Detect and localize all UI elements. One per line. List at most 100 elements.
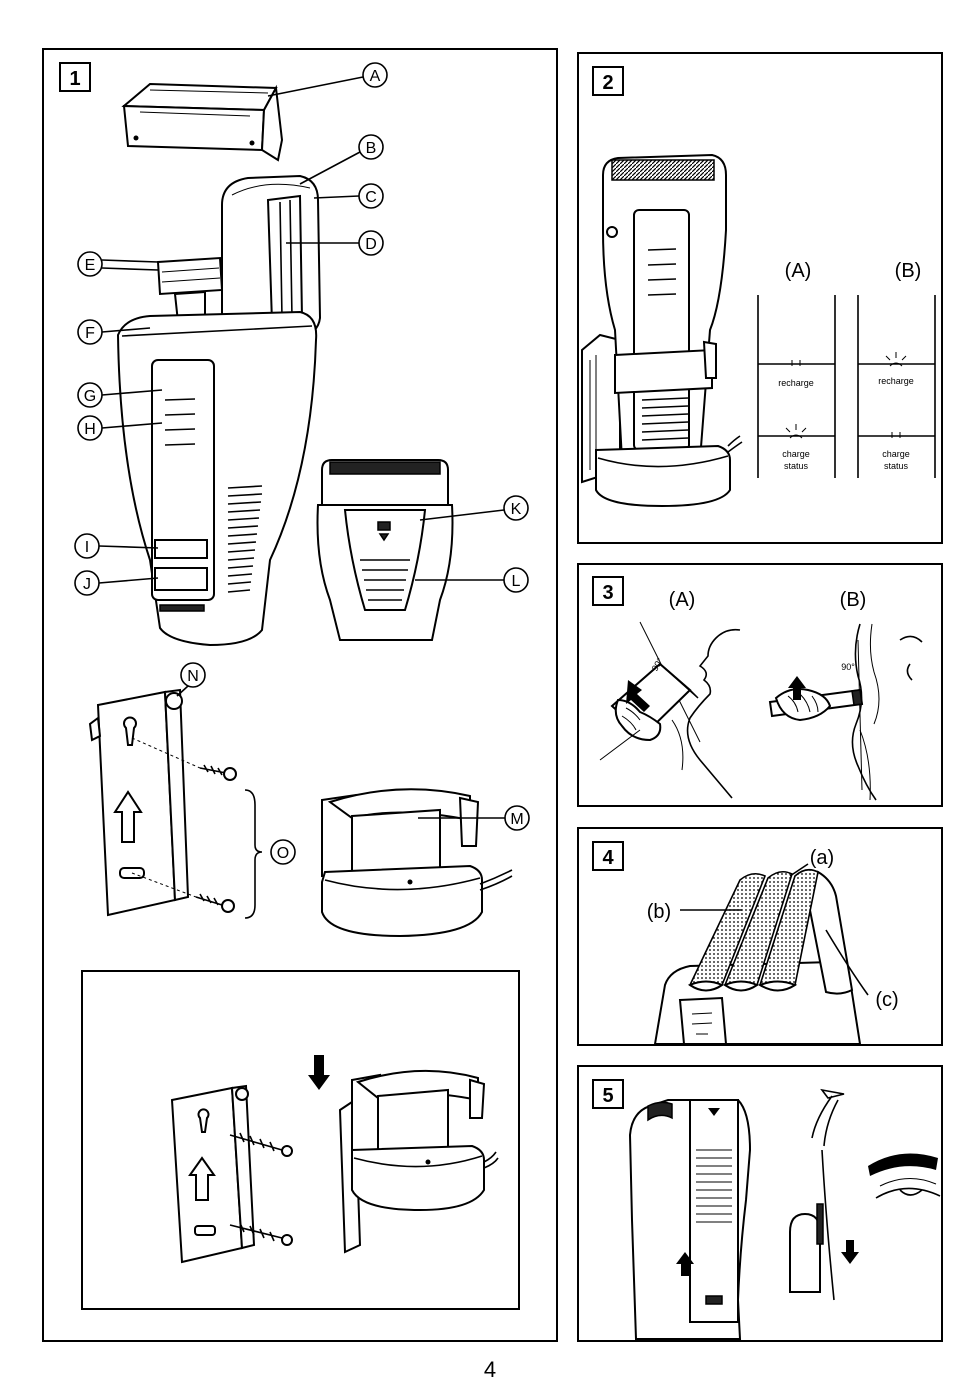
outer-foil-side bbox=[260, 84, 284, 162]
callout-circle-n bbox=[180, 662, 206, 688]
leader-line-g bbox=[101, 389, 163, 396]
face-front-b bbox=[851, 623, 877, 801]
inner-foil-panel bbox=[266, 194, 304, 324]
mount-bracket-hook bbox=[235, 1087, 249, 1101]
face-cheek-b bbox=[869, 623, 880, 725]
indicator-a-recharge-text: recharge bbox=[778, 378, 814, 388]
shaver-in-stand bbox=[581, 153, 743, 508]
callout-letter-l: L bbox=[512, 573, 521, 590]
eyebrow bbox=[868, 1153, 938, 1176]
callout-letter-c: C bbox=[365, 189, 377, 206]
skin-line-b bbox=[857, 639, 863, 791]
panel-5-number-box bbox=[592, 1079, 624, 1109]
callout-letter-a: A bbox=[370, 68, 381, 85]
callout-circle-g bbox=[77, 382, 103, 408]
wall-bracket-hook bbox=[165, 692, 183, 710]
callout-l: L bbox=[415, 567, 529, 593]
leader-line-n bbox=[176, 685, 189, 697]
callout-b: B bbox=[299, 134, 384, 185]
shaver-body-outline bbox=[116, 310, 318, 647]
shaving-angle-b-label: (B) bbox=[840, 589, 867, 611]
panel-4: 4 (a) (b) (c) bbox=[577, 827, 943, 1046]
callout-c: C bbox=[313, 183, 384, 209]
leader-line-b bbox=[299, 151, 361, 185]
panel-2: 2 (A) (B) recharge charge status bbox=[577, 52, 943, 544]
down-arrow-icon bbox=[308, 1055, 330, 1090]
callout-circle-b bbox=[358, 134, 384, 160]
charging-cord bbox=[479, 869, 513, 891]
panel-5: 5 bbox=[577, 1065, 943, 1342]
mount-stand-base-top bbox=[353, 1155, 483, 1168]
outer-foil-frame bbox=[121, 82, 284, 162]
eye-lid bbox=[879, 1178, 937, 1187]
shaving-scene-b: 90° bbox=[768, 623, 923, 801]
callout-letter-d: D bbox=[365, 236, 377, 253]
panel-5-frame bbox=[577, 1065, 943, 1342]
shaver-body-front bbox=[116, 310, 318, 647]
callout-letter-j: J bbox=[83, 576, 91, 593]
callout-letter-o: O bbox=[277, 845, 289, 862]
outer-foil-screw-right bbox=[249, 140, 255, 146]
mount-screw-top bbox=[229, 1132, 283, 1152]
inner-blade-cutter bbox=[156, 256, 224, 296]
callout-letter-g: G bbox=[84, 388, 96, 405]
callout-circle-h bbox=[77, 415, 103, 441]
panel-2-number-box bbox=[592, 66, 624, 96]
charging-stand-cup bbox=[351, 808, 441, 874]
callout-h: H bbox=[77, 415, 163, 441]
sideburn-trim-scene bbox=[789, 1088, 941, 1301]
angle-text-b: 90° bbox=[841, 662, 855, 672]
leader-line-f bbox=[101, 327, 151, 333]
indicator-b-label: (B) bbox=[895, 260, 922, 282]
foil-label-a-text: (a) bbox=[810, 847, 834, 869]
charge-status-indicator bbox=[154, 567, 208, 591]
wall-bracket bbox=[88, 688, 190, 917]
indicator-diagram-a: recharge charge status bbox=[757, 295, 836, 478]
callout-circle-a bbox=[362, 62, 388, 88]
screw-top-head bbox=[223, 767, 237, 781]
callout-i: I bbox=[74, 533, 159, 559]
shaver-head-top-arc bbox=[231, 183, 311, 196]
panel-1: 1 bbox=[42, 48, 558, 1342]
charging-stand-base bbox=[321, 864, 483, 938]
direction-arrow-a bbox=[626, 680, 650, 712]
outer-foil-detail bbox=[139, 89, 269, 117]
mount-stand-cord bbox=[483, 1151, 499, 1169]
callout-circle-m bbox=[504, 805, 530, 831]
callout-letter-f: F bbox=[85, 325, 95, 342]
indicator-diagram-b: recharge charge status bbox=[857, 295, 936, 478]
callout-circle-l bbox=[503, 567, 529, 593]
callout-a: A bbox=[267, 62, 388, 97]
callout-g: G bbox=[77, 382, 163, 408]
screw-top-shaft bbox=[199, 764, 227, 776]
charging-stand-arm bbox=[458, 796, 480, 847]
leader-line-j bbox=[98, 577, 159, 584]
panel-4-number: 4 bbox=[602, 847, 614, 869]
outer-foil-screw-left bbox=[133, 135, 139, 141]
callout-n: N bbox=[176, 662, 206, 697]
slide-down-arrow bbox=[841, 1240, 859, 1264]
panel-1-number-box bbox=[59, 62, 91, 92]
indicator-b-frame bbox=[857, 295, 936, 478]
callout-e: E bbox=[77, 251, 159, 277]
shaver-label-panel bbox=[151, 359, 215, 601]
callout-circle-d bbox=[358, 230, 384, 256]
foil-label-a: (a) bbox=[789, 847, 834, 877]
callout-j: J bbox=[74, 570, 159, 596]
mount-stand-base bbox=[351, 1144, 485, 1212]
eye bbox=[875, 1187, 941, 1199]
shaver-back-view bbox=[316, 459, 454, 641]
stand-cord bbox=[727, 435, 743, 453]
callout-letter-b: B bbox=[366, 140, 377, 157]
shaver-b-head bbox=[851, 689, 863, 706]
mini-trimmer bbox=[789, 1212, 821, 1293]
shaver-head-unit bbox=[221, 174, 322, 340]
callout-letter-h: H bbox=[84, 421, 96, 438]
stand-base bbox=[595, 444, 731, 508]
brand-strip bbox=[159, 604, 205, 612]
trimmer-switch-icon bbox=[705, 1295, 723, 1305]
hand-a-fingers bbox=[599, 707, 684, 771]
callout-circle-o bbox=[270, 839, 296, 865]
callout-f: F bbox=[77, 319, 151, 345]
